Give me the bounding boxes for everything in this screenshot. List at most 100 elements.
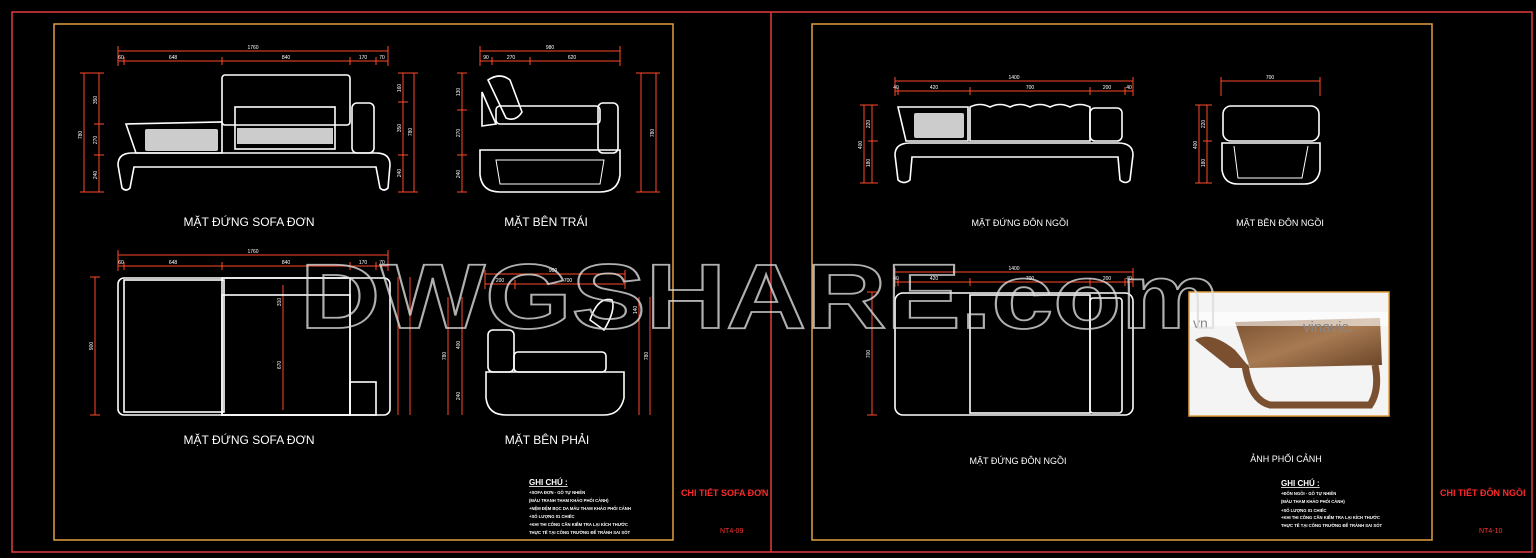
outer-frame (11, 11, 1533, 553)
dim-label: 840 (282, 260, 291, 266)
sofa-front-elevation-top: 1760 60 648 840 170 70 780 350 270 240 1… (78, 45, 418, 193)
view-title: MẶT ĐỨNG ĐÔN NGỒI (969, 455, 1066, 466)
dim-label: 700 (1026, 276, 1035, 282)
view-title: MẶT ĐỨNG ĐÔN NGỒI (971, 217, 1068, 228)
dim-label: 130 (456, 88, 462, 97)
dim-label: 40 (893, 276, 899, 282)
note-line: +KHI THI CÔNG CẦN KIỂM TRA LẠI KÍCH THƯỚ… (529, 522, 628, 527)
dim-label: 350 (93, 96, 99, 105)
view-title: ẢNH PHỐI CẢNH (1250, 453, 1322, 464)
dim-label: 648 (169, 55, 178, 61)
dim-label: 1400 (1008, 75, 1019, 81)
dim-label: 620 (568, 55, 577, 61)
dim-label: 270 (507, 55, 516, 61)
dim-label: 980 (546, 45, 555, 51)
sofa-side-left-elevation: 980 90 270 620 130 270 240 780 (456, 45, 660, 193)
dim-label: 200 (1103, 276, 1112, 282)
note-line: +NỆM ĐỆM BỌC DA MÀU THAM KHẢO PHỐI CẢNH (529, 506, 631, 511)
dim-label: 700 (1266, 75, 1275, 81)
sheet-2-frame (811, 23, 1433, 541)
sheet-number: NT4-09 (720, 528, 743, 535)
stool-plan-view: 1400 40 420 700 200 40 700 (866, 266, 1134, 416)
dim-label: 270 (456, 129, 462, 138)
dim-label: 400 (858, 141, 864, 150)
perspective-photo: vn vinavic. (1188, 291, 1390, 417)
dim-label: 240 (397, 169, 403, 178)
notes-heading: GHI CHÚ : (1281, 479, 1320, 488)
photo-watermark: vinavic. (1303, 319, 1353, 336)
dim-label: 700 (866, 350, 872, 359)
dim-label: 180 (1201, 159, 1207, 168)
note-line: +SỐ LƯỢNG 01 CHIẾC (1281, 508, 1327, 513)
dim-label: 240 (93, 171, 99, 180)
dim-label: 90 (483, 55, 489, 61)
dim-label: 200 (1103, 85, 1112, 91)
dim-label: 350 (397, 124, 403, 133)
note-line: THỰC TẾ TẠI CÔNG TRƯỜNG ĐỂ TRÁNH SAI SÓT (529, 530, 630, 535)
dim-label: 170 (359, 55, 368, 61)
dim-label: 270 (93, 136, 99, 145)
dim-label: 60 (118, 260, 124, 266)
note-line: +ĐÔN NGỒI - GỖ TỰ NHIÊN (1281, 491, 1336, 496)
dim-label: 648 (169, 260, 178, 266)
notes-block: GHI CHÚ : +SOFA ĐƠN - GỖ TỰ NHIÊN (MÀU T… (529, 478, 631, 535)
dim-label: 310 (277, 298, 283, 307)
dim-label: 900 (89, 342, 95, 351)
dim-label: 400 (456, 341, 462, 350)
dim-label: 840 (282, 55, 291, 61)
dim-label: 1760 (247, 249, 258, 255)
dim-label: 700 (1026, 85, 1035, 91)
dim-label: 140 (633, 306, 639, 315)
dim-label: 160 (397, 84, 403, 93)
dim-label: 780 (650, 129, 656, 138)
dim-label: 780 (408, 128, 414, 137)
sheet-1-frame (53, 23, 674, 541)
dim-label: 70 (379, 260, 385, 266)
dim-label: 40 (1126, 85, 1132, 91)
dim-label: 70 (379, 55, 385, 61)
sofa-side-right-elevation: 900 200 700 780 400 240 140 780 (442, 268, 651, 416)
dim-label: 40 (1126, 276, 1132, 282)
dim-label: 420 (930, 85, 939, 91)
notes-heading: GHI CHÚ : (529, 478, 568, 487)
note-line: +KHI THI CÔNG CẦN KIỂM TRA LẠI KÍCH THƯỚ… (1281, 515, 1380, 520)
sheet-title: CHI TIẾT SOFA ĐƠN (681, 488, 768, 498)
sheet-title: CHI TIẾT ĐÔN NGỒI (1440, 487, 1526, 498)
dim-label: 240 (456, 392, 462, 401)
dim-label: 60 (118, 55, 124, 61)
dim-label: 200 (496, 278, 505, 284)
view-title: MẶT BÊN TRÁI (504, 214, 588, 229)
dim-label: 40 (893, 85, 899, 91)
dim-label: 1760 (247, 45, 258, 51)
dim-label: 900 (549, 268, 558, 274)
sofa-plan-view: 1760 60 648 840 170 70 900 310 670 (89, 249, 411, 416)
dim-label: 220 (1201, 120, 1207, 129)
dim-label: 400 (1193, 141, 1199, 150)
note-line: (MÀU THAM KHẢO PHỐI CẢNH) (1281, 499, 1345, 504)
view-title: MẶT ĐỨNG SOFA ĐƠN (184, 214, 315, 229)
sheet-number: NT4-10 (1479, 528, 1502, 535)
watermark-logo: DWGSHARE.com (300, 246, 1220, 348)
dim-label: 780 (644, 352, 650, 361)
view-title: MẶT BÊN ĐÔN NGỒI (1236, 217, 1324, 228)
dim-label: 240 (456, 170, 462, 179)
dim-label: 180 (866, 159, 872, 168)
note-line: THỰC TẾ TẠI CÔNG TRƯỜNG ĐỂ TRÁNH SAI SÓT (1281, 523, 1382, 528)
dim-label: 420 (930, 276, 939, 282)
view-title: MẶT BÊN PHẢI (505, 432, 589, 447)
dim-label: 670 (277, 361, 283, 370)
stool-side-elevation: 700 400 220 180 (1193, 75, 1321, 185)
photo-watermark: vn (1193, 315, 1208, 331)
dim-label: 170 (359, 260, 368, 266)
dim-label: 780 (442, 352, 448, 361)
dim-label: 1400 (1008, 266, 1019, 272)
note-line: +SOFA ĐƠN - GỖ TỰ NHIÊN (529, 490, 585, 495)
note-line: +SỐ LƯỢNG 01 CHIẾC (529, 514, 575, 519)
dim-label: 700 (564, 278, 573, 284)
stool-front-elevation-top: 1400 40 420 700 200 40 400 220 180 (858, 75, 1134, 184)
note-line: (MÀU TRANH THAM KHẢO PHỐI CẢNH) (529, 498, 609, 503)
dim-label: 780 (78, 131, 84, 140)
dim-label: 220 (866, 120, 872, 129)
view-title: MẶT ĐỨNG SOFA ĐƠN (184, 432, 315, 447)
